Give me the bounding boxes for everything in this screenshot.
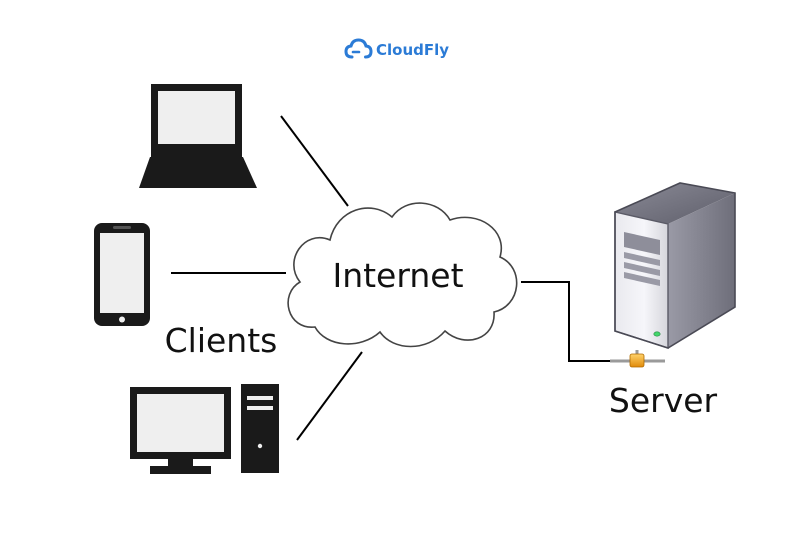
network-label: Internet (332, 256, 463, 295)
desktop-computer-icon (130, 384, 279, 474)
server-status-led (653, 331, 661, 337)
laptop-connection-line (280, 115, 349, 207)
cloud-outline (287, 202, 518, 348)
server-tower-icon (614, 182, 736, 349)
brand-name: CloudFly (376, 41, 449, 59)
cloud-icon (344, 38, 373, 59)
server-connection-line (521, 281, 626, 362)
brand-logo: CloudFly (344, 38, 449, 59)
smartphone-icon (94, 223, 150, 326)
internet-cloud: Internet (287, 202, 518, 348)
network-connector-icon (610, 350, 665, 368)
clients-label: Clients (165, 321, 278, 360)
server-label: Server (609, 381, 718, 420)
laptop-icon (139, 84, 257, 188)
desktop-connection-line (296, 351, 363, 441)
